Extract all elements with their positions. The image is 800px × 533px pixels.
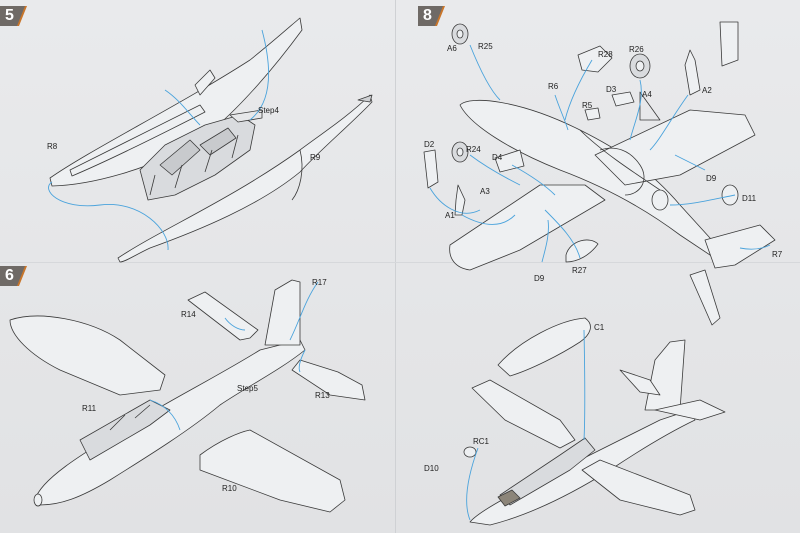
horizontal-stab-lower	[291, 359, 366, 401]
label-a4: A4	[642, 90, 652, 99]
step-badge-accent	[435, 6, 445, 26]
label-r26: R26	[629, 45, 644, 54]
canopy	[497, 317, 591, 377]
label-d3: D3	[606, 85, 617, 94]
label-r8: R8	[47, 142, 58, 151]
nose-part-rc1	[463, 446, 477, 458]
part-r28	[577, 45, 613, 73]
part-d3	[611, 91, 635, 107]
fin-final	[644, 339, 686, 411]
step-8-number: 8	[423, 7, 432, 24]
label-step5: Step5	[237, 384, 258, 393]
label-d10: D10	[424, 464, 439, 473]
label-d11: D11	[742, 194, 757, 203]
wing-final-left	[471, 379, 576, 449]
landing-gear-a2	[684, 49, 701, 96]
wing-final-right	[581, 459, 696, 516]
label-a2: A2	[702, 86, 712, 95]
horizontal-stab-upper	[187, 291, 259, 341]
label-r24: R24	[466, 145, 481, 154]
cockpit-final	[499, 437, 596, 506]
label-a1: A1	[445, 211, 455, 220]
label-c1: C1	[594, 323, 605, 332]
label-r6: R6	[548, 82, 559, 91]
vertical-fin	[264, 279, 301, 346]
panel-divider-horizontal	[0, 262, 800, 263]
part-d4	[494, 149, 525, 173]
step-badge-accent	[17, 266, 27, 286]
label-r25: R25	[478, 42, 493, 51]
label-r10: R10	[222, 484, 237, 493]
wing-left-top	[449, 184, 606, 271]
label-r14: R14	[181, 310, 196, 319]
door-d2	[423, 149, 439, 189]
label-step4: Step4	[258, 106, 279, 115]
guide-lines	[48, 29, 771, 521]
label-rc1: RC1	[473, 437, 490, 446]
intake-d11	[721, 184, 739, 206]
tail-final-left	[619, 369, 661, 396]
label-d9-right: D9	[706, 174, 717, 183]
label-r5: R5	[582, 101, 593, 110]
step-6-number: 6	[5, 267, 14, 284]
label-r7: R7	[772, 250, 783, 259]
wing-right-top	[594, 109, 756, 186]
label-d9-bottom: D9	[534, 274, 545, 283]
label-r11: R11	[82, 404, 97, 413]
step-badge-accent	[17, 6, 27, 26]
tailplane-top	[704, 224, 776, 269]
label-a3: A3	[480, 187, 490, 196]
label-a6: A6	[447, 44, 457, 53]
part-r27	[565, 239, 599, 263]
fuselage-half-right	[117, 94, 373, 263]
part-r5	[584, 107, 601, 121]
label-r28: R28	[598, 50, 613, 59]
landing-gear-a1	[454, 184, 466, 216]
panel-divider	[395, 0, 396, 533]
fuselage-half-left	[49, 17, 303, 187]
label-r9: R9	[310, 153, 321, 162]
tail-final-right	[654, 399, 726, 421]
fin-top	[689, 269, 721, 326]
label-r27: R27	[572, 266, 587, 275]
left-wing	[9, 315, 166, 396]
label-d2: D2	[424, 140, 435, 149]
label-d4: D4	[492, 153, 503, 162]
right-wing	[199, 429, 346, 513]
label-r13: R13	[315, 391, 330, 400]
door-right	[719, 21, 739, 67]
label-r17: R17	[312, 278, 327, 287]
step-5-number: 5	[5, 7, 14, 24]
